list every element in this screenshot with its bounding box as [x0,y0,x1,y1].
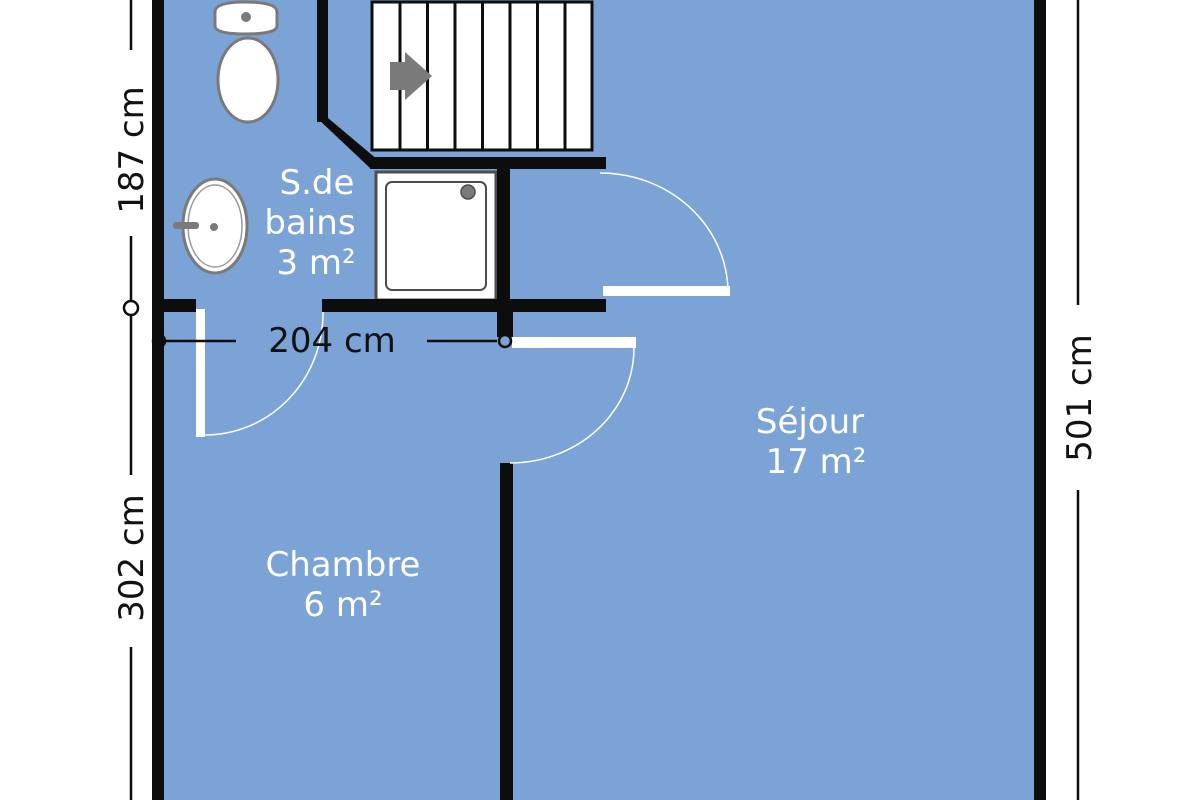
door-bathroom [196,309,324,437]
wall-bath-bottom [322,299,606,312]
wall-stair-bottom [370,157,606,169]
dimension-label-bath-height: 187 cm [112,86,152,214]
dimension-lines [122,0,1080,800]
dimension-marker [122,299,140,317]
room-area-bathroom: 3 m² [276,243,355,283]
sink-icon [173,177,249,275]
walls [152,0,1046,800]
stair-treads [398,2,567,150]
wall-bath-stair [317,0,328,122]
room-label-bathroom-2: bains [264,203,355,243]
room-area-bedroom: 6 m² [303,585,382,625]
dimension-marker-left [151,333,167,349]
dimension-label-inner-width: 204 cm [268,321,396,361]
stairs-arrow-icon [390,52,432,100]
doors [196,172,730,464]
wall-bath-bottom-left [152,299,196,312]
wall-bath-stair-diagonal [317,118,378,168]
toilet-icon [213,0,280,124]
room-label-bathroom-1: S.de [280,163,355,203]
door-stair-to-living [599,172,730,296]
dimension-label-bedroom-height: 302 cm [112,494,152,622]
staircase [370,0,594,152]
dimension-label-total-height: 501 cm [1060,334,1100,462]
wall-left [152,0,164,800]
wall-shower-right [497,165,510,305]
room-label-living: Séjour [756,402,864,442]
floor-area [158,0,1040,800]
shower-tray-icon [374,170,498,302]
door-bedroom [509,337,636,464]
wall-right [1034,0,1046,800]
room-label-bedroom: Chambre [266,545,421,585]
dimension-marker-right [497,333,513,349]
room-area-living: 17 m² [766,442,867,482]
wall-bedroom-right [500,463,513,800]
wall-stub [497,299,513,337]
